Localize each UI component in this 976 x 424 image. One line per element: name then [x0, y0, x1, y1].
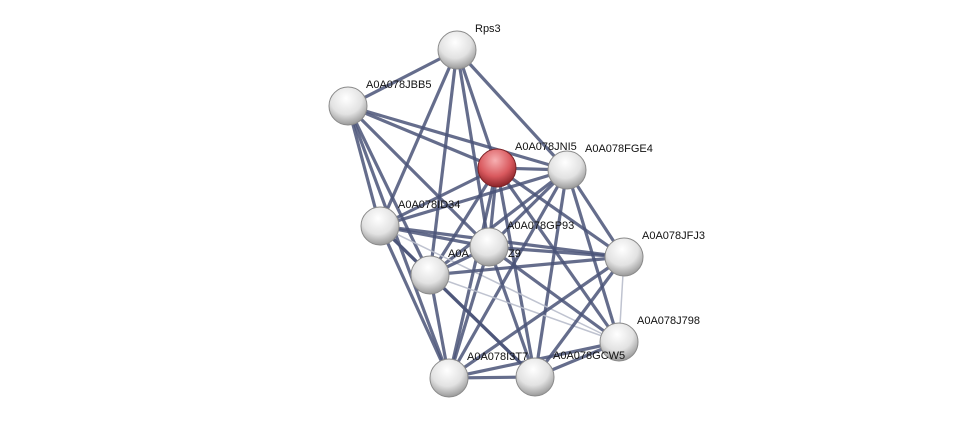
- edge-jbb5-id34[interactable]: [346, 105, 382, 227]
- node-label-j798: A0A078J798: [637, 315, 700, 327]
- node-label-tail-z9: Z9: [508, 248, 521, 260]
- edge-fge4-z9[interactable]: [429, 168, 568, 277]
- node-label-fge4: A0A078FGE4: [585, 143, 653, 155]
- edge-jni5-z9[interactable]: [428, 167, 499, 276]
- node-label-jbb5: A0A078JBB5: [366, 79, 431, 91]
- edges-layer: [346, 48, 626, 380]
- edge-jbb5-gp93[interactable]: [346, 104, 491, 249]
- node-label-gp93: A0A078GP93: [507, 220, 574, 232]
- node-label-i3t7: A0A078I3T7: [467, 351, 528, 363]
- node-jbb5[interactable]: [328, 86, 368, 126]
- edge-jbb5-fge4[interactable]: [347, 104, 568, 172]
- nodes-layer: [328, 30, 644, 398]
- edge-jni5-j798[interactable]: [495, 167, 621, 343]
- node-j798[interactable]: [599, 322, 639, 362]
- node-gp93[interactable]: [469, 227, 509, 267]
- edge-id34-i3t7[interactable]: [378, 225, 451, 379]
- node-id34[interactable]: [360, 206, 400, 246]
- edge-jbb5-z9[interactable]: [346, 105, 432, 276]
- edge-rps3-gp93[interactable]: [455, 49, 491, 248]
- edge-gp93-j798[interactable]: [488, 245, 620, 344]
- edge-jni5-i3t7[interactable]: [447, 167, 499, 379]
- edge-z9-jfj3[interactable]: [429, 255, 625, 277]
- edge-fge4-gcw5[interactable]: [533, 169, 569, 378]
- edge-fge4-i3t7[interactable]: [447, 169, 569, 379]
- edge-z9-gcw5[interactable]: [428, 273, 537, 379]
- node-label-jfj3: A0A078JFJ3: [642, 230, 705, 242]
- node-label-jni5: A0A078JNI5: [515, 141, 577, 153]
- node-i3t7[interactable]: [429, 358, 469, 398]
- node-gcw5[interactable]: [515, 357, 555, 397]
- node-jni5[interactable]: [477, 148, 517, 188]
- node-fge4[interactable]: [547, 150, 587, 190]
- node-jfj3[interactable]: [604, 237, 644, 277]
- node-label-rps3: Rps3: [475, 23, 501, 35]
- node-label-id34: A0A078ID34: [398, 199, 460, 211]
- node-label-gcw5: A0A078GCW5: [553, 350, 625, 362]
- edge-jbb5-jni5[interactable]: [347, 104, 498, 170]
- edge-jni5-id34[interactable]: [379, 166, 498, 228]
- node-z9[interactable]: [410, 255, 450, 295]
- edge-rps3-jbb5[interactable]: [347, 48, 458, 108]
- edge-fge4-id34[interactable]: [379, 168, 568, 228]
- edge-id34-j798[interactable]: [379, 225, 620, 343]
- edge-jfj3-i3t7[interactable]: [448, 255, 625, 380]
- edge-rps3-fge4[interactable]: [455, 48, 569, 172]
- edge-jni5-gcw5[interactable]: [495, 167, 537, 378]
- node-label-z9: A0A: [448, 248, 469, 260]
- edge-z9-j798[interactable]: [429, 274, 620, 343]
- node-rps3[interactable]: [437, 30, 477, 70]
- edge-gp93-jfj3[interactable]: [488, 245, 625, 259]
